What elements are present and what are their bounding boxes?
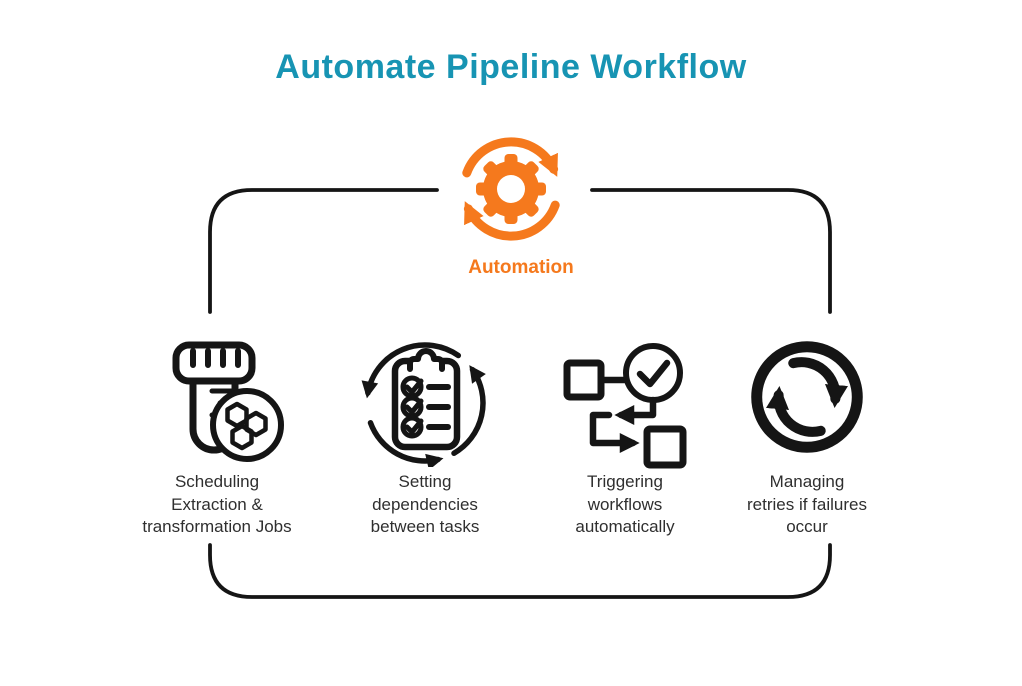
step-caption-triggering: Triggering workflows automatically [575,472,675,536]
step-caption-retries: Managing retries if failures occur [747,472,867,536]
test-tube-molecule-icon [172,341,284,462]
clipboard-checklist-cycle-icon [361,342,486,467]
step-caption-scheduling: Scheduling Extraction & transformation J… [142,472,292,536]
flowchart-check-icon [563,343,687,469]
gear-cycle-icon [462,137,560,241]
page-title: Automate Pipeline Workflow [275,48,747,86]
step-caption-dependencies: Setting dependencies between tasks [370,472,480,536]
hub-label: Automation [468,257,574,278]
sync-retry-icon [751,341,863,453]
